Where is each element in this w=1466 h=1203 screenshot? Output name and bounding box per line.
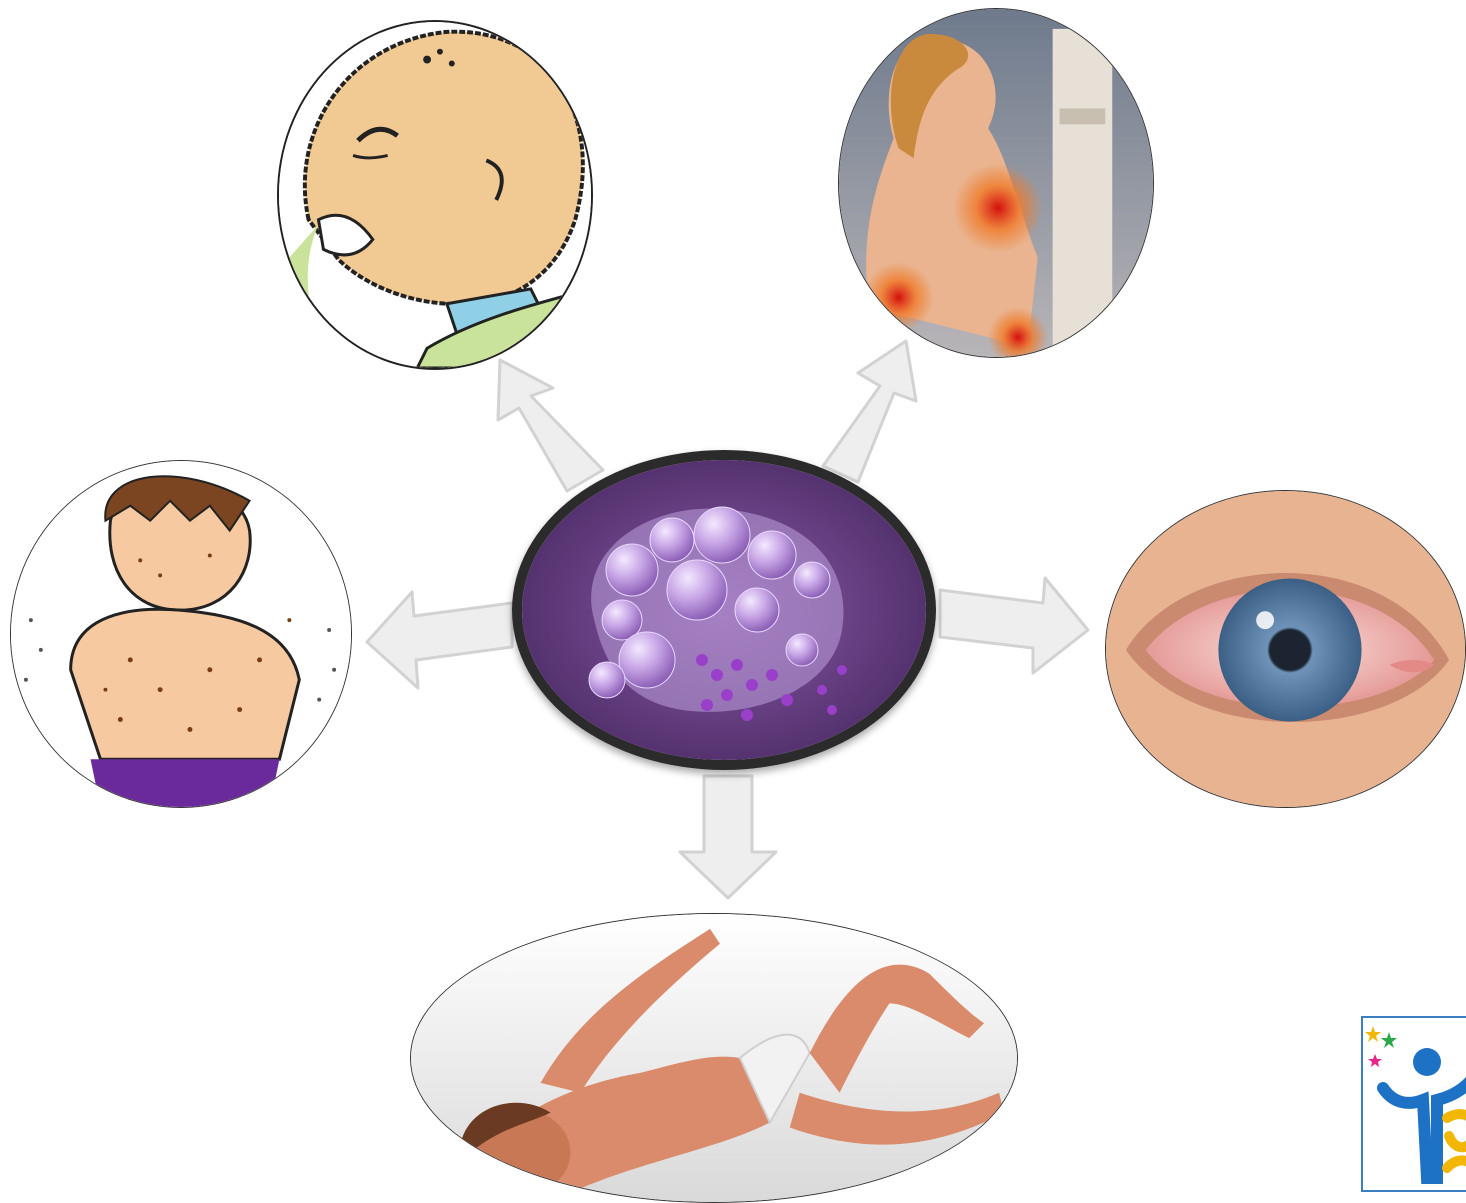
symptom-rash — [10, 460, 352, 808]
vomiting-child-image — [279, 22, 591, 368]
symptom-red-eye — [1105, 490, 1466, 808]
joint-pain-child-image — [839, 9, 1153, 357]
logo-icon — [1363, 1018, 1466, 1192]
symptom-seizure — [410, 913, 1018, 1203]
red-eye-image — [1106, 491, 1465, 807]
arrow-down — [680, 776, 776, 898]
virus-particle-image — [522, 460, 926, 760]
symptom-joint-pain — [838, 8, 1154, 358]
center-virus — [512, 450, 936, 770]
symptom-vomiting — [277, 20, 593, 370]
organization-logo — [1361, 1016, 1466, 1192]
convulsing-child-image — [411, 914, 1017, 1202]
arrow-left — [367, 592, 512, 688]
arrow-right — [940, 578, 1088, 673]
itchy-rash-child-image — [11, 461, 351, 807]
